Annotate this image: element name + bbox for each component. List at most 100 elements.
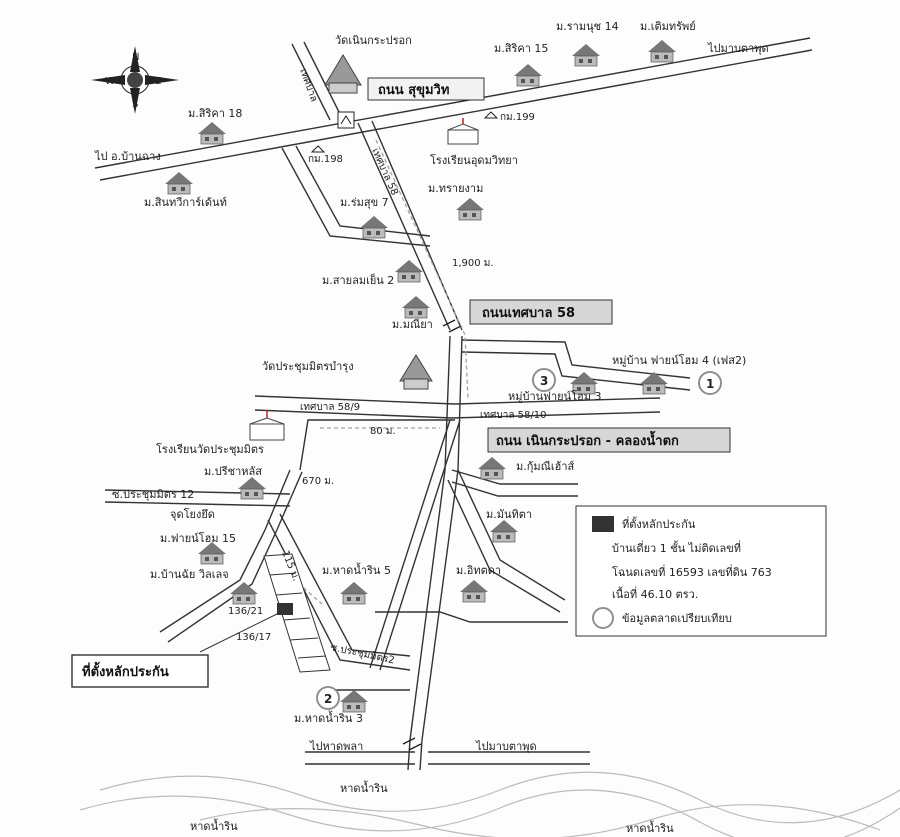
label-m-banchai: ม.บ้านฉัย วิลเลจ (150, 568, 229, 581)
label-dist-670: 670 ม. (302, 476, 334, 487)
label-m-ramnut14: ม.รามนุช 14 (556, 20, 619, 33)
label-school-prachum: โรงเรียนวัดประชุมมิตร (156, 442, 264, 456)
label-m-sirika15: ม.สิริคา 15 (494, 42, 548, 55)
label-wat-noen: วัดเนินกระปรอก (335, 34, 412, 47)
temple-icon (399, 354, 433, 390)
road-network (94, 37, 813, 771)
landmark-icon (337, 111, 355, 129)
label-km198: กม.198 (308, 154, 343, 165)
road-sukhumvit (94, 37, 811, 169)
house-icon (459, 579, 489, 603)
label-t58-9: เทศบาล 58/9 (300, 402, 360, 413)
label-thetsaban58: ถนนเทศบาล 58 (482, 306, 575, 321)
road-right-2 (457, 469, 566, 601)
road-noen (407, 335, 451, 771)
label-wat-prachum: วัดประชุมมิตรบำรุง (262, 360, 354, 373)
house-icon (477, 456, 507, 480)
label-m-sin: ม.สินทวีการ์เด้นท์ (144, 196, 227, 209)
label-to-hatphala: ไปหาดพลา (309, 740, 363, 753)
callout-noen: ถนน เนินกระปรอก - คลองน้ำตก (487, 427, 731, 453)
legend-line5: ข้อมูลตลาดเปรียบเทียบ (622, 612, 732, 625)
distance-guide (271, 139, 469, 605)
label-m-maneeya: ม.มณียา (392, 318, 433, 331)
label-m-hat5: ม.หาดน้ำริน 5 (322, 562, 391, 577)
house-icon (164, 171, 194, 195)
label-hat-a: หาดน้ำริน (340, 780, 388, 795)
label-thetsaban-vertical: เทศบาล (297, 67, 319, 103)
label-t58-10: เทศบาล 58/10 (480, 410, 546, 421)
house-icon (359, 215, 389, 239)
marker-1-text: 1 (706, 377, 714, 391)
road-thetsaban-upper (291, 43, 331, 121)
label-school-udom: โรงเรียนอุดมวิทยา (430, 153, 518, 167)
label-lot-a: 136/21 (228, 606, 263, 617)
road-diagonal (369, 419, 451, 669)
label-thetsaban-58-side: เทศบาล 58 (369, 147, 400, 197)
road-loop (281, 147, 431, 247)
km-post-icon (310, 111, 499, 153)
house-icon (571, 43, 601, 67)
label-m-manthika: ม.มันทิตา (486, 508, 532, 521)
school-icon (447, 118, 479, 145)
label-m-hat3: ม.หาดน้ำริน 3 (294, 710, 363, 725)
road-finehome4 (461, 339, 691, 379)
house-icon (513, 63, 543, 87)
road-left-curve (159, 469, 291, 633)
temple-icon (324, 54, 362, 94)
compass-e: E (155, 76, 161, 87)
label-jud-yongyod: จุดโยงยึด (170, 507, 215, 521)
house-icon (229, 581, 259, 605)
label-m-prachalak: ม.ปรีชาหลัส (204, 465, 262, 478)
label-to-maptaphut-bottom: ไปมาบตาพุด (475, 740, 537, 753)
label-soi-prachum12: ซ.ประชุมมิตร 12 (112, 488, 194, 501)
label-phai4: หมู่บ้าน ฟายน์โฮม 4 (เฟส2) (612, 353, 746, 367)
market-marker-3: 3 (532, 368, 556, 392)
house-icon (339, 689, 369, 713)
compass-n: N (132, 52, 139, 63)
compass-s: S (132, 99, 138, 110)
legend-line2: บ้านเดี่ยว 1 ชั้น ไม่ติดเลขที่ (612, 540, 741, 555)
road-thetsaban-58-9 (254, 395, 661, 405)
label-sukhumvit: ถนน สุขุมวิท (378, 83, 449, 98)
label-m-athida: ม.อิทตดา (456, 564, 501, 577)
callout-thetsaban58: ถนนเทศบาล 58 (469, 299, 613, 325)
house-icon (197, 121, 227, 145)
label-m-phai15: ม.ฟายน์โฮม 15 (160, 531, 236, 545)
house-icon (394, 259, 424, 283)
label-to-banchang: ไป อ.บ้านฉาง (94, 150, 161, 163)
house-icon (401, 295, 431, 319)
label-m-kummanee: ม.กุ้มณีเฮ้าส์ (516, 460, 575, 473)
label-km199: กม.199 (500, 112, 535, 123)
callout-sukhumvit: ถนน สุขุมวิท (367, 77, 485, 101)
market-marker-1: 1 (698, 371, 722, 395)
label-noen: ถนน เนินกระปรอก - คลองน้ำตก (496, 430, 679, 449)
compass-w: W (105, 76, 115, 87)
label-to-maptaphut-top: ไปมาบตาพุด (707, 42, 769, 55)
legend-collateral-swatch (592, 516, 614, 532)
coastline (79, 771, 900, 837)
callout-collateral: ที่ตั้งหลักประกัน (71, 609, 286, 688)
house-icon (647, 39, 677, 63)
label-dist-80: 80 ม. (370, 426, 396, 437)
marker-3-text: 3 (540, 374, 548, 388)
legend: ที่ตั้งหลักประกัน บ้านเดี่ยว 1 ชั้น ไม่ต… (575, 505, 827, 637)
label-m-saiyom2: ม.สายลมเย็น 2 (322, 273, 394, 287)
house-icon (489, 519, 519, 543)
road-break-icon (402, 319, 462, 751)
label-phai3: หมู่บ้านฟายน์โฮม 3 (508, 389, 601, 403)
school-icon (249, 410, 285, 441)
legend-line4: เนื้อที่ 46.10 ตรว. (612, 586, 698, 601)
house-icon (455, 197, 485, 221)
market-marker-2: 2 (316, 686, 340, 710)
road-thetsaban58 (357, 122, 451, 331)
house-icon (197, 541, 227, 565)
label-m-romsuk7: ม.ร่มสุข 7 (340, 196, 389, 209)
label-m-sirika18: ม.สิริคา 18 (188, 107, 242, 120)
label-hat-b: หาดน้ำริน (190, 818, 238, 833)
label-lot-b: 136/17 (236, 632, 271, 643)
road-right-1 (451, 469, 578, 485)
legend-market-swatch (592, 607, 614, 629)
house-icon (339, 581, 369, 605)
